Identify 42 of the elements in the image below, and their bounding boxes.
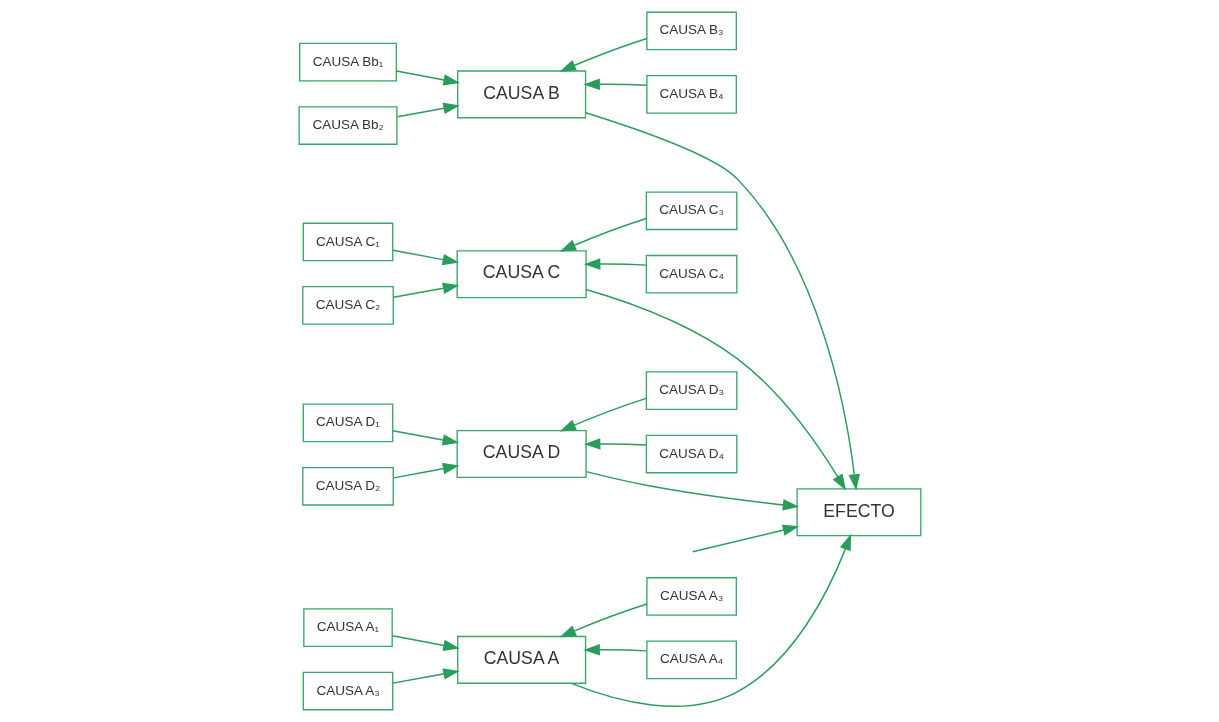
arrow: [391, 635, 460, 652]
node-box: CAUSA B₄: [645, 74, 737, 114]
node-box: CAUSA C₃: [645, 191, 737, 231]
node-box: CAUSA Bb₁: [298, 42, 397, 82]
arrow: [559, 37, 648, 72]
arrow: [559, 603, 648, 638]
arrow: [584, 288, 846, 491]
arrow: [584, 112, 860, 491]
node-box: CAUSA D₃: [645, 371, 737, 410]
arrow: [583, 438, 647, 450]
node-box: CAUSA A: [456, 635, 586, 684]
arrow: [391, 249, 459, 266]
node-box: CAUSA A₁: [302, 608, 393, 648]
arrow: [392, 282, 459, 298]
node-box: CAUSA C₁: [302, 222, 393, 262]
node-box: EFECTO: [795, 488, 921, 537]
node-box: CAUSA C: [456, 250, 587, 299]
arrow: [395, 70, 460, 86]
node-box: CAUSA A₃: [645, 577, 737, 616]
node-box: CAUSA B: [456, 70, 586, 119]
node-box: CAUSA B₃: [645, 11, 737, 51]
arrow: [582, 78, 647, 90]
node-box: CAUSA C₄: [645, 254, 737, 294]
arrow: [392, 462, 459, 479]
node-box: CAUSA D₂: [301, 466, 394, 506]
node-box: CAUSA C₂: [301, 286, 394, 325]
node-box: CAUSA A₄: [645, 640, 737, 680]
arrow: [559, 397, 647, 432]
arrow: [391, 430, 459, 446]
arrow: [559, 217, 647, 252]
node-box: CAUSA D₄: [645, 434, 737, 474]
arrow: [570, 533, 851, 707]
node-box: CAUSA A₃: [302, 671, 393, 711]
node-box: CAUSA D: [456, 429, 587, 479]
arrow: [583, 258, 647, 270]
arrow: [391, 668, 460, 684]
node-box: CAUSA D₁: [302, 403, 393, 443]
arrow: [691, 524, 799, 553]
arrow: [396, 102, 460, 118]
arrow: [585, 470, 799, 511]
node-box: CAUSA Bb₂: [298, 106, 398, 145]
arrow: [582, 644, 647, 656]
